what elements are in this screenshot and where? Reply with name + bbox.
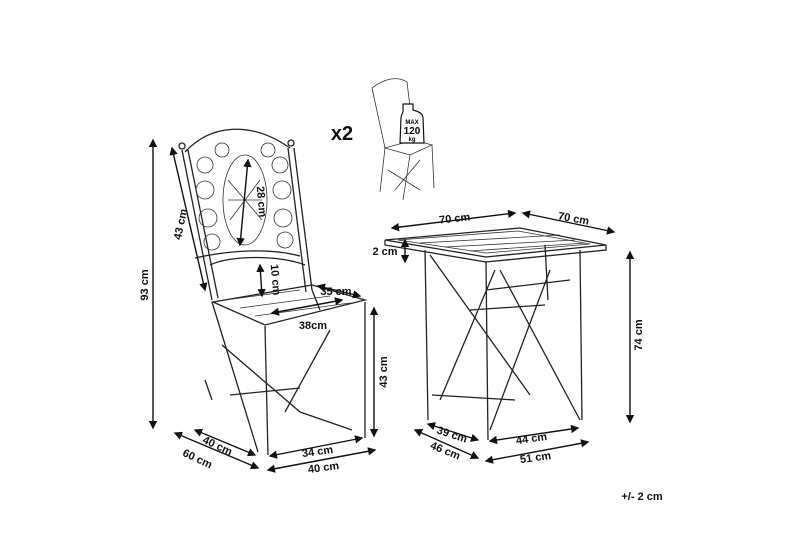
table-base-width-outer-label: 51 cm	[519, 450, 552, 466]
max-load-line1: MAX	[405, 120, 418, 126]
chair-back-gap-label: 10 cm	[268, 264, 283, 296]
chair-base-depth-outer-label: 60 cm	[181, 447, 215, 471]
table-top-width-label: 70 cm	[439, 211, 471, 226]
chair-seat-depth-label: 35 cm	[320, 286, 351, 298]
table-base-width-inner-label: 44 cm	[515, 431, 548, 447]
chair-base-depth-inner-label: 40 cm	[201, 434, 235, 458]
quantity-label: x2	[331, 123, 353, 145]
table-height-label: 74 cm	[633, 319, 645, 350]
max-load-line2: 120	[404, 126, 421, 137]
table-top-depth-label: 70 cm	[557, 210, 590, 227]
chair-back-panel-label: 28 cm	[254, 186, 269, 218]
table-top-thickness-label: 2 cm	[372, 246, 397, 258]
chair-dimension-lines	[148, 138, 379, 473]
chair-height-total-label: 93 cm	[139, 269, 151, 300]
chair-base-width-inner-label: 34 cm	[301, 444, 334, 460]
table-drawing	[384, 227, 607, 441]
tolerance-label: +/- 2 cm	[621, 491, 662, 503]
chair-back-height-label: 43 cm	[172, 208, 190, 241]
chair-base-width-outer-label: 40 cm	[307, 460, 340, 476]
chair-seat-height-label: 43 cm	[378, 356, 390, 387]
max-load-icon: MAX 120 kg	[399, 103, 425, 144]
max-load-line3: kg	[408, 137, 415, 143]
chair-seat-width-label: 38cm	[299, 320, 327, 332]
table-dimension-lines	[390, 209, 635, 464]
